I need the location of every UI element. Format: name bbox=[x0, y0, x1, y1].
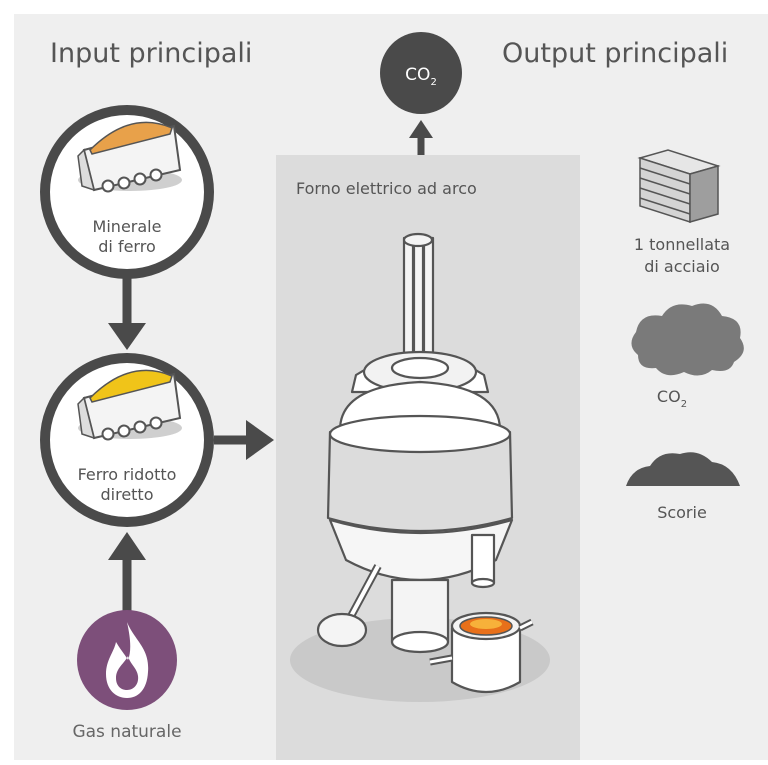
output-slag: Scorie bbox=[626, 452, 740, 522]
output-co2: CO2 bbox=[631, 303, 744, 410]
flame-icon bbox=[106, 622, 149, 698]
input-direct-reduced-iron: Ferro ridotto diretto bbox=[40, 353, 214, 527]
iron-ore-label-line2: di ferro bbox=[98, 237, 155, 256]
electric-arc-furnace-illustration bbox=[290, 232, 550, 702]
outputs-heading: Output principali bbox=[502, 38, 728, 69]
slag-label: Scorie bbox=[657, 503, 707, 522]
gas-label: Gas naturale bbox=[72, 722, 181, 742]
dri-label-line2: diretto bbox=[100, 485, 153, 504]
input-iron-ore: Minerale di ferro bbox=[40, 105, 214, 279]
inputs-heading: Input principali bbox=[50, 38, 252, 69]
steel-label-line2: di acciaio bbox=[644, 257, 720, 276]
steel-label-line1: 1 tonnellata bbox=[634, 235, 730, 254]
dri-label-line1: Ferro ridotto bbox=[78, 465, 177, 484]
furnace-title: Forno elettrico ad arco bbox=[296, 179, 477, 198]
co2-output-label: CO2 bbox=[657, 387, 687, 410]
arrow-up-icon bbox=[409, 120, 433, 138]
slag-pile-icon bbox=[626, 452, 740, 486]
cloud-icon bbox=[631, 303, 744, 376]
input-natural-gas: Gas naturale bbox=[72, 610, 182, 742]
arrow-right-icon bbox=[214, 420, 274, 460]
iron-ore-label-line1: Minerale bbox=[93, 217, 162, 236]
mining-cart-dri-icon bbox=[77, 369, 182, 441]
gas-circle bbox=[77, 610, 177, 710]
output-steel: 1 tonnellata di acciaio bbox=[634, 149, 730, 276]
co2-top-label: CO2 bbox=[405, 65, 437, 88]
co2-emission: CO2 bbox=[380, 32, 462, 155]
arrow-down-icon bbox=[108, 276, 146, 350]
mining-cart-ore-icon bbox=[77, 121, 182, 193]
steel-stack-icon bbox=[637, 149, 721, 224]
co2-circle-icon bbox=[380, 32, 462, 114]
arrow-up-icon bbox=[108, 532, 146, 612]
